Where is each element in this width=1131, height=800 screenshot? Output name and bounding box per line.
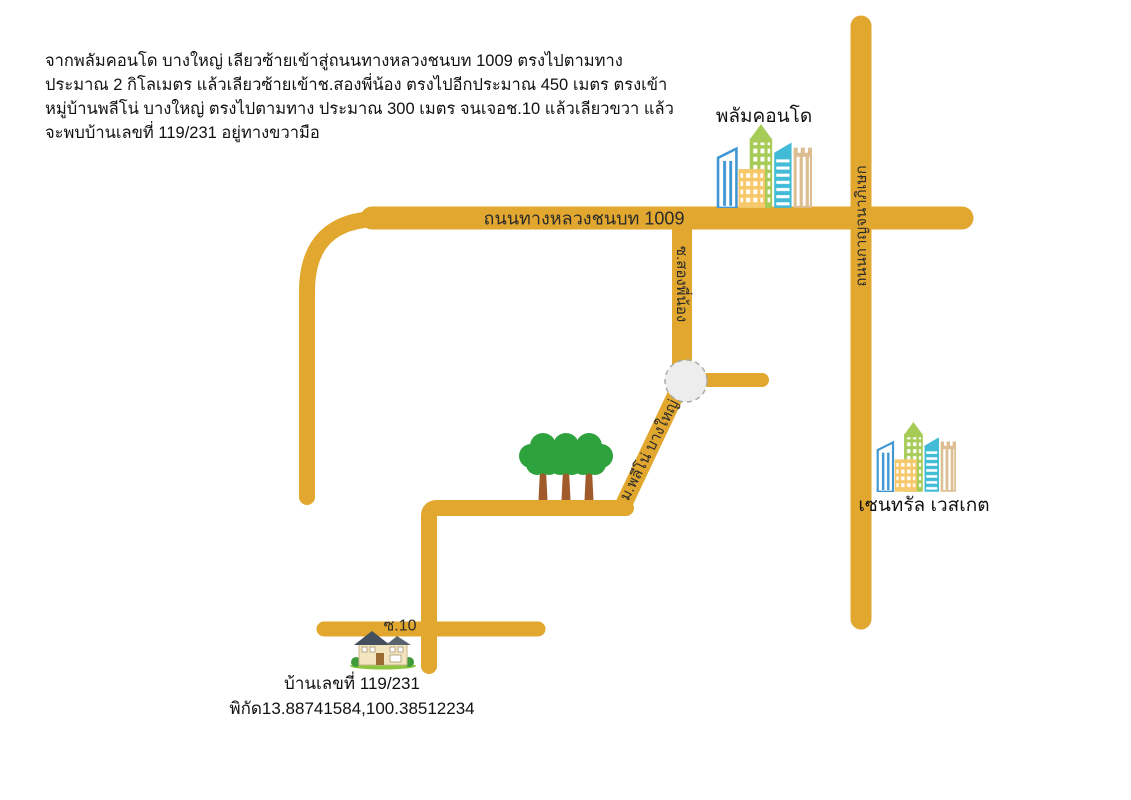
road-1009-west-curve <box>299 211 438 505</box>
road-label-soi-song-phi-nong: ซ.สองพี่น้อง <box>673 245 690 323</box>
trees-icon <box>519 433 613 500</box>
central-westgate-buildings-icon <box>876 420 956 492</box>
central-westgate-label: เซนทรัล เวสเกต <box>858 495 990 516</box>
road-label-1009: ถนนทางหลวงชนบท 1009 <box>483 208 685 229</box>
house-caption: บ้านเลขที่ 119/231 พิกัด13.88741584,100.… <box>229 672 474 721</box>
road-label-kanchanaphisek: ถนนกาญจนาภิเษก <box>853 165 870 287</box>
house-number-label: บ้านเลขที่ 119/231 <box>284 674 420 693</box>
road-label-soi-10: ซ.10 <box>383 617 417 635</box>
house-coordinates-label: พิกัด13.88741584,100.38512234 <box>229 698 475 718</box>
plum-condo-buildings-icon <box>716 122 812 208</box>
directions-text: จากพลัมคอนโด บางใหญ่ เลียวซ้ายเข้าสู่ถนน… <box>45 52 674 142</box>
plum-condo-label: พลัมคอนโด <box>715 106 813 127</box>
road-pleno-village <box>614 386 686 512</box>
road-village-inner <box>421 500 634 674</box>
roundabout-icon <box>664 359 708 403</box>
